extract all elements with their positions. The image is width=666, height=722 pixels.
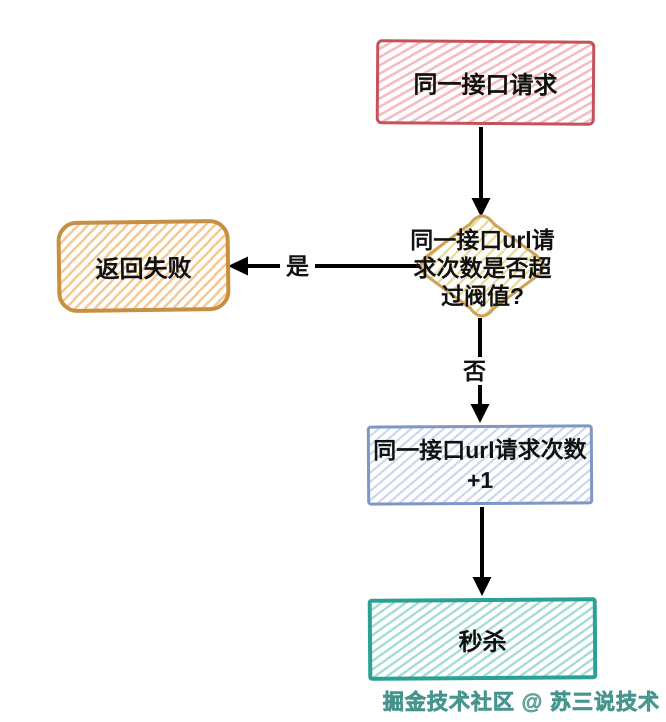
- decision-line-2: 求次数是否超: [413, 255, 552, 281]
- node-same-request-label: 同一接口请求: [413, 71, 558, 100]
- node-same-request: 同一接口请求: [375, 39, 596, 126]
- watermark: 掘金技术社区 @ 苏三说技术: [382, 691, 660, 715]
- edge-label-yes: 是: [280, 252, 315, 280]
- decision-diamond-shape: [419, 214, 545, 318]
- decision-line-1: 同一接口url请: [410, 227, 555, 253]
- node-seckill: 秒杀: [367, 597, 598, 681]
- node-increment-count: 同一接口url请求次数 +1: [366, 424, 594, 506]
- node-increment-count-line-1: 同一接口url请求次数: [373, 436, 587, 464]
- node-threshold-decision-label: 同一接口url请 求次数是否超 过阀值?: [395, 226, 570, 310]
- arrow-request-to-decision: [471, 127, 491, 217]
- decision-diamond-path: [419, 214, 545, 318]
- node-return-fail-label: 返回失败: [95, 254, 192, 284]
- decision-line-3: 过阀值?: [440, 283, 525, 309]
- arrow-increment-to-seckill: [472, 507, 492, 596]
- edge-label-no: 否: [457, 357, 492, 385]
- node-seckill-label: 秒杀: [458, 628, 507, 656]
- node-return-fail: 返回失败: [56, 218, 231, 314]
- node-increment-count-line-2: +1: [466, 466, 494, 494]
- arrow-decision-to-fail: [228, 256, 420, 276]
